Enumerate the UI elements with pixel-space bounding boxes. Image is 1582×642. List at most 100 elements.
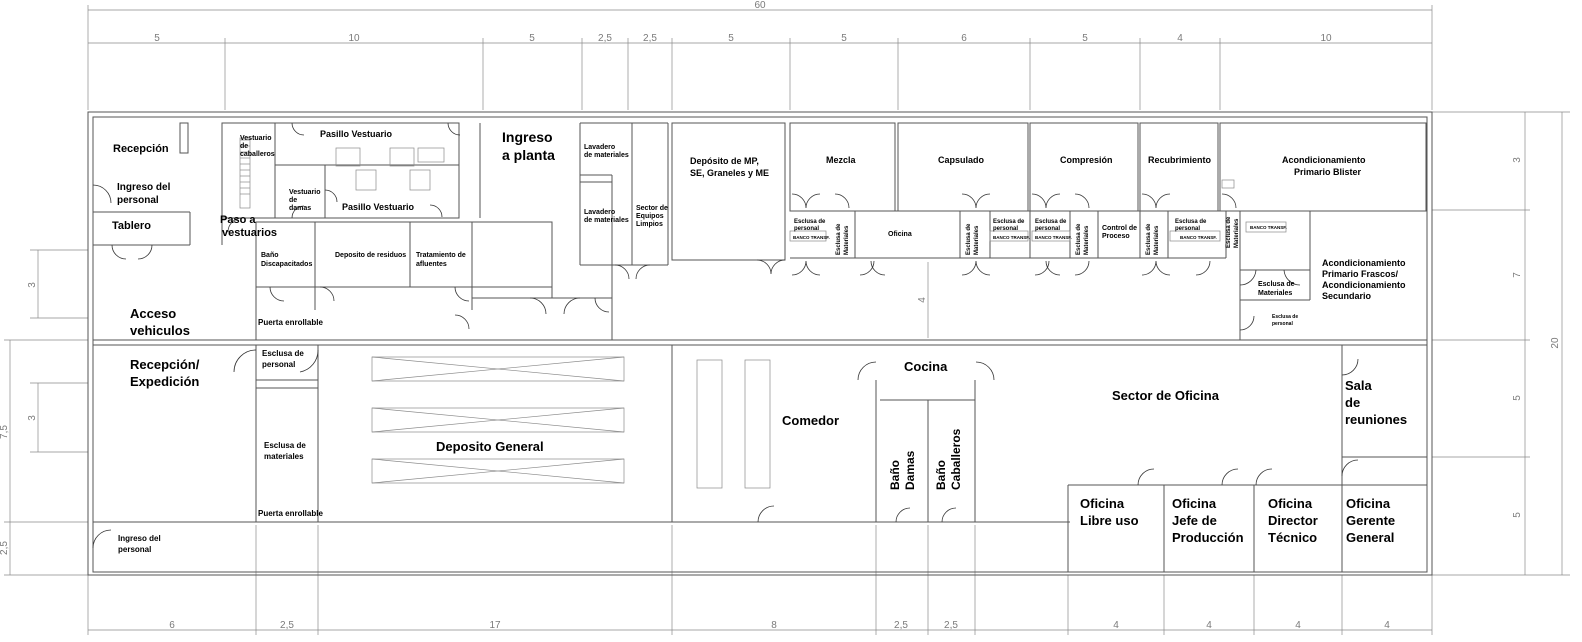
label-banco-transf-e: BANCO TRANSF. [1250, 225, 1287, 230]
label-oficina-gerente-2: Gerente [1346, 513, 1395, 528]
label-compresion: Compresión [1060, 155, 1113, 165]
label-control-proceso-2: Proceso [1102, 233, 1130, 240]
label-recepcion-expedicion-2: Expedición [130, 374, 199, 389]
label-oficina-director-2: Director [1268, 513, 1318, 528]
label-esclusa-personal-d-1: Esclusa de [1175, 219, 1207, 225]
label-esclusa-mat-v-e-2: Materiales [1234, 218, 1240, 248]
label-tablero: Tablero [112, 220, 151, 232]
dim-left-upper: 3 [27, 282, 38, 288]
label-esclusa-personal-low-2: personal [262, 360, 295, 369]
doors [92, 122, 1359, 549]
dim-bottom-6: 2,5 [944, 620, 958, 631]
label-esclusa-mat-v-d-1: Esclusa de [1146, 223, 1152, 255]
label-banco-transf-b: BANCO TRANSF. [993, 235, 1030, 240]
label-puerta-enrollable-2: Puerta enrollable [258, 509, 323, 518]
label-esclusa-mat-v-a-1: Esclusa de [836, 223, 842, 255]
label-oficina-gerente-3: General [1346, 530, 1394, 545]
dim-top-6: 5 [728, 33, 734, 44]
dim-bottom-2: 2,5 [280, 620, 294, 631]
label-esclusa-personal-c-1: Esclusa de [1035, 219, 1067, 225]
dim-bottom-9: 4 [1295, 620, 1301, 631]
label-sector-equipos-3: Limpios [636, 221, 663, 228]
dim-bottom-7: 4 [1113, 620, 1119, 631]
label-lavadero-top-1: Lavadero [584, 144, 615, 151]
dim-right-1: 3 [1512, 157, 1523, 163]
label-vest-caballeros-2: de [240, 143, 248, 150]
label-esclusa-mat-v-c-1: Esclusa de [1076, 223, 1082, 255]
dim-right-3: 5 [1512, 395, 1523, 401]
label-cocina: Cocina [904, 359, 948, 374]
label-oficina-jefe-2: Jefe de [1172, 513, 1217, 528]
label-oficina-director-1: Oficina [1268, 496, 1313, 511]
label-esclusa-personal-b-1: Esclusa de [993, 219, 1025, 225]
dim-bottom-3: 17 [489, 620, 501, 631]
label-oficina-top: Oficina [888, 231, 912, 238]
dim-bottom-1: 6 [169, 620, 175, 631]
dim-top-8: 6 [961, 33, 967, 44]
label-recubrimiento: Recubrimiento [1148, 155, 1212, 165]
label-recepcion-expedicion-1: Recepción/ [130, 357, 200, 372]
label-deposito-general: Deposito General [436, 439, 544, 454]
dim-top-3: 5 [529, 33, 535, 44]
label-lavadero-top-2: de materiales [584, 152, 629, 159]
label-pasillo-vestuario-top: Pasillo Vestuario [320, 129, 393, 139]
label-bano-disc-2: Discapacitados [261, 261, 312, 268]
label-acceso-vehiculos-1: Acceso [130, 306, 176, 321]
label-esclusa-mat-right-2: Materiales [1258, 290, 1292, 297]
dim-bottom-10: 4 [1384, 620, 1390, 631]
label-ingreso-personal-bottom-1: Ingreso del [118, 534, 161, 543]
label-vest-caballeros-3: caballeros [240, 151, 275, 158]
label-comedor: Comedor [782, 413, 839, 428]
label-sector-oficina: Sector de Oficina [1112, 388, 1220, 403]
label-banco-transf-d: BANCO TRANSF. [1180, 235, 1217, 240]
label-esclusa-personal-a-1: Esclusa de [794, 219, 826, 225]
label-esclusa-materiales-low-1: Esclusa de [264, 441, 306, 450]
dim-top-5: 2,5 [643, 33, 657, 44]
dim-top-10: 4 [1177, 33, 1183, 44]
label-esclusa-personal-c-2: personal [1035, 226, 1060, 232]
dim-bottom-5: 2,5 [894, 620, 908, 631]
label-ingreso-personal-bottom-2: personal [118, 545, 151, 554]
label-esclusa-personal-right-1: Esclusa de [1272, 314, 1298, 320]
label-sector-equipos-1: Sector de [636, 205, 668, 212]
dim-top-1: 5 [154, 33, 160, 44]
label-deposito-mp-1: Depósito de MP, [690, 156, 759, 166]
dim-top-9: 5 [1082, 33, 1088, 44]
label-bano-caballeros-1: Baño [934, 460, 948, 490]
label-tratamiento-1: Tratamiento de [416, 252, 466, 259]
label-esclusa-mat-v-b-1: Esclusa de [966, 223, 972, 255]
label-oficina-jefe-1: Oficina [1172, 496, 1217, 511]
label-recepcion: Recepción [113, 143, 169, 155]
label-oficina-gerente-1: Oficina [1346, 496, 1391, 511]
label-bano-damas-1: Baño [888, 460, 902, 490]
label-acond-frascos-2: Primario Frascos/ [1322, 269, 1399, 279]
label-oficina-jefe-3: Producción [1172, 530, 1244, 545]
label-esclusa-mat-v-d-2: Materiales [1154, 225, 1160, 255]
label-vest-caballeros-1: Vestuario [240, 135, 272, 142]
dim-overall-width: 60 [754, 0, 766, 11]
label-esclusa-personal-low-1: Esclusa de [262, 349, 304, 358]
label-pasillo-vestuario-mid: Pasillo Vestuario [342, 202, 415, 212]
label-oficina-director-3: Técnico [1268, 530, 1317, 545]
dim-top-2: 10 [348, 33, 360, 44]
label-mezcla: Mezcla [826, 155, 857, 165]
dim-left-lower-3: 2,5 [0, 541, 10, 555]
dim-overall-height: 20 [1550, 337, 1561, 349]
walls [87, 111, 1433, 576]
label-control-proceso-1: Control de [1102, 225, 1137, 232]
label-acond-frascos-1: Acondicionamiento [1322, 258, 1406, 268]
label-oficina-libre-2: Libre uso [1080, 513, 1139, 528]
label-sector-equipos-2: Equipos [636, 213, 664, 220]
label-bano-damas-2: Damas [903, 450, 917, 490]
room-labels: Recepción Ingreso del personal Tablero P… [112, 129, 1407, 554]
dim-right-4: 5 [1512, 512, 1523, 518]
label-oficina-libre-1: Oficina [1080, 496, 1125, 511]
label-esclusa-mat-right-1: Esclusa de [1258, 281, 1295, 288]
label-sala-reuniones-2: de [1345, 395, 1360, 410]
label-banco-transf-c: BANCO TRANSF. [1035, 235, 1072, 240]
dim-top-4: 2,5 [598, 33, 612, 44]
label-esclusa-mat-v-c-2: Materiales [1084, 225, 1090, 255]
label-deposito-mp-2: SE, Graneles y ME [690, 168, 769, 178]
label-esclusa-mat-v-e-1: Esclusa de [1226, 216, 1232, 248]
